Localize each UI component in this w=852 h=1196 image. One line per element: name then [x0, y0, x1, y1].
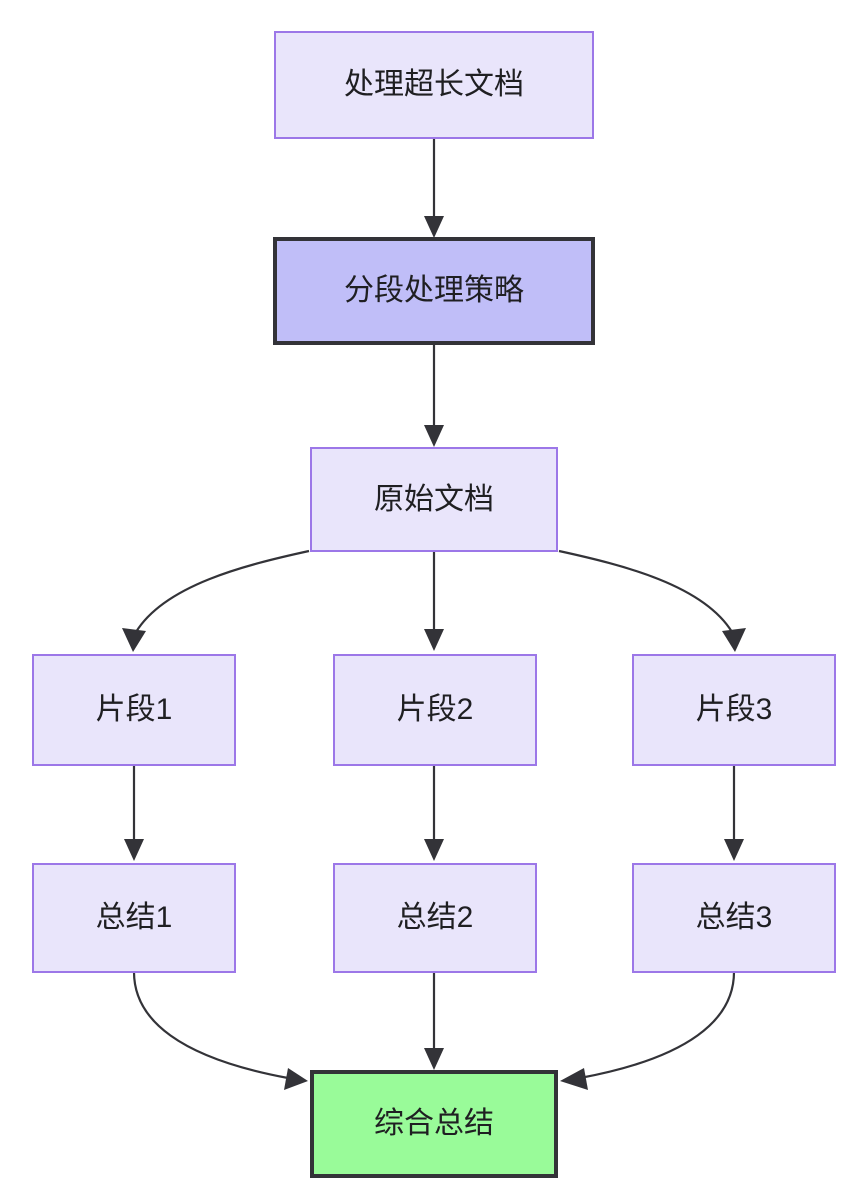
node-process-long-document[interactable]: 处理超长文档 — [274, 31, 594, 139]
edge-strategy-to-source — [424, 345, 444, 447]
edge-fragment2-to-summary2 — [424, 766, 444, 861]
edge-fragment3-to-summary3 — [724, 766, 744, 861]
node-label: 处理超长文档 — [344, 68, 524, 101]
edge-summary1-to-final — [132, 971, 308, 1090]
node-summary-1[interactable]: 总结1 — [32, 863, 236, 973]
node-label: 片段3 — [695, 693, 773, 726]
edge-source-to-fragment2 — [424, 552, 444, 651]
node-label: 片段2 — [396, 693, 474, 726]
node-fragment-1[interactable]: 片段1 — [32, 654, 236, 766]
node-label: 原始文档 — [374, 482, 494, 516]
node-summary-3[interactable]: 总结3 — [632, 863, 836, 973]
edge-source-to-fragment3 — [558, 549, 746, 652]
node-summary-2[interactable]: 总结2 — [333, 863, 537, 973]
node-label: 总结3 — [695, 901, 773, 934]
node-label: 片段1 — [95, 693, 173, 726]
edge-source-to-fragment1 — [122, 549, 310, 652]
edge-fragment1-to-summary1 — [124, 766, 144, 861]
node-fragment-2[interactable]: 片段2 — [333, 654, 537, 766]
edge-summary3-to-final — [560, 971, 736, 1090]
edge-summary2-to-final — [424, 972, 444, 1070]
node-source-document[interactable]: 原始文档 — [310, 447, 558, 552]
node-combined-summary[interactable]: 综合总结 — [310, 1070, 558, 1178]
node-label: 总结1 — [95, 901, 173, 934]
node-label: 综合总结 — [374, 1107, 494, 1140]
node-label: 总结2 — [396, 901, 474, 934]
edge-process-to-strategy — [424, 139, 444, 238]
node-label: 分段处理策略 — [344, 274, 524, 307]
node-chunking-strategy[interactable]: 分段处理策略 — [273, 237, 595, 345]
node-fragment-3[interactable]: 片段3 — [632, 654, 836, 766]
